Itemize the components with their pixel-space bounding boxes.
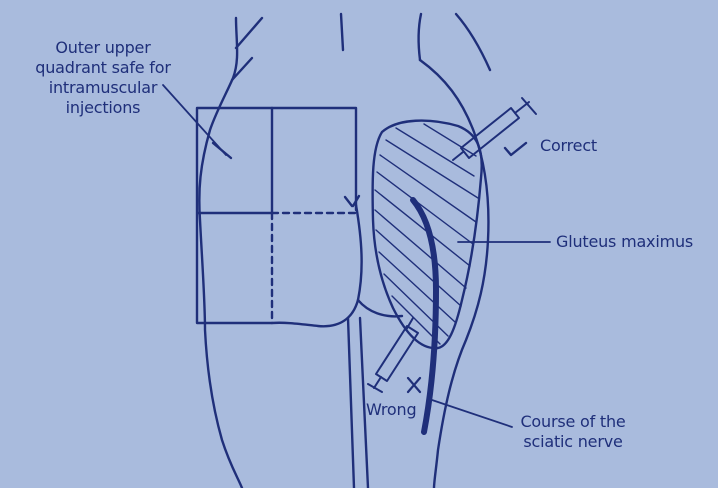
left-body-outline [199, 18, 242, 488]
inner-leg-line-1 [348, 318, 354, 488]
correct-check-mark [505, 143, 526, 155]
label-gluteus-maximus: Gluteus maximus [556, 232, 718, 252]
label-wrong: Wrong [366, 400, 416, 420]
quadrant-outer-box [197, 108, 356, 323]
sciatic-nerve [413, 200, 436, 432]
muscle-fiber-hatching [375, 124, 478, 344]
spine-line [341, 14, 343, 50]
label-outer-quadrant: Outer upper quadrant safe for intramuscu… [18, 38, 188, 118]
label-sciatic-nerve: Course of the sciatic nerve [498, 412, 648, 452]
right-waist-line [456, 14, 490, 70]
wrong-cross-mark [408, 378, 420, 392]
left-buttock-curve [272, 205, 362, 326]
label-correct: Correct [540, 136, 597, 156]
left-waist-branch-1 [236, 18, 262, 48]
right-shoulder-branch [419, 14, 421, 60]
